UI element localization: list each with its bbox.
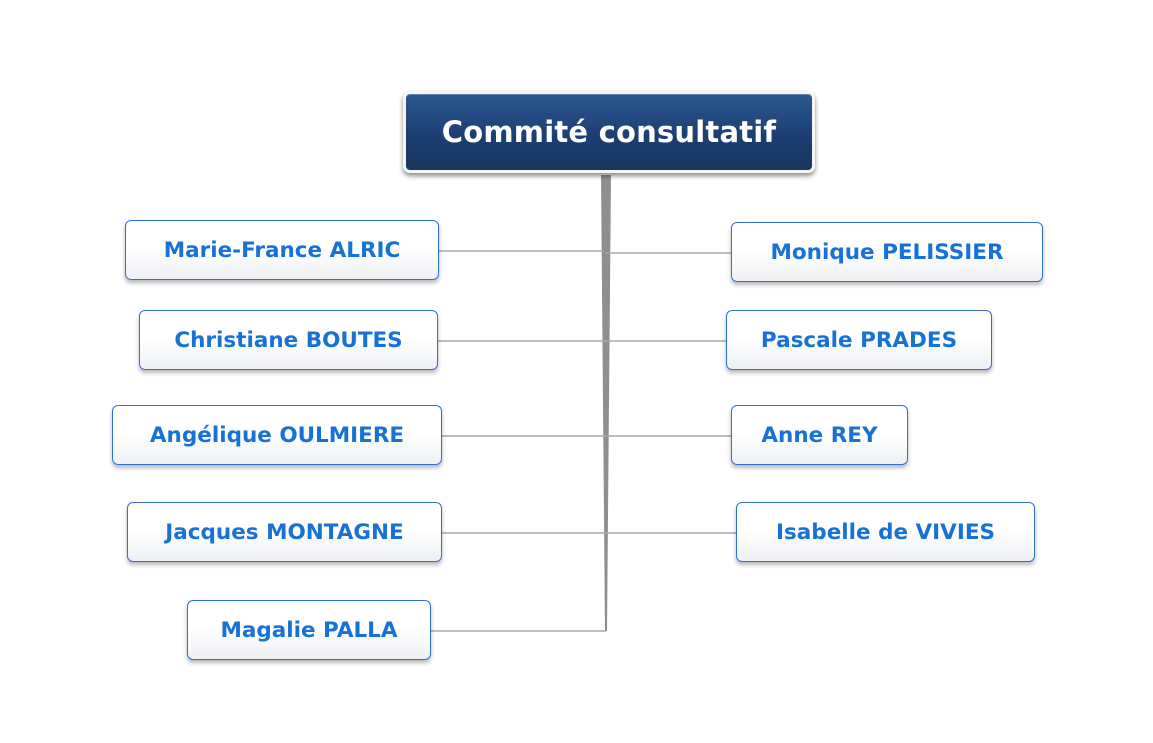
root-node-label: Commité consultatif xyxy=(441,115,777,149)
root-node: Commité consultatif xyxy=(403,91,815,173)
member-name: Christiane BOUTES xyxy=(174,327,403,353)
member-node-left-3: Angélique OULMIERE xyxy=(112,405,442,465)
member-name: Anne REY xyxy=(761,422,878,448)
trunk-connector xyxy=(601,175,611,631)
member-node-left-5: Magalie PALLA xyxy=(187,600,431,660)
member-node-right-1: Monique PELISSIER xyxy=(731,222,1043,282)
member-name: Angélique OULMIERE xyxy=(149,422,405,448)
member-node-left-4: Jacques MONTAGNE xyxy=(127,502,442,562)
member-node-right-4: Isabelle de VIVIES xyxy=(736,502,1035,562)
member-name: Monique PELISSIER xyxy=(770,239,1004,265)
member-node-right-2: Pascale PRADES xyxy=(726,310,992,370)
member-node-left-2: Christiane BOUTES xyxy=(139,310,438,370)
member-node-right-3: Anne REY xyxy=(731,405,908,465)
member-name: Jacques MONTAGNE xyxy=(165,519,404,545)
member-name: Marie-France ALRIC xyxy=(163,237,401,263)
member-name: Pascale PRADES xyxy=(760,327,958,353)
member-name: Isabelle de VIVIES xyxy=(776,519,995,545)
member-name: Magalie PALLA xyxy=(220,617,398,643)
member-node-left-1: Marie-France ALRIC xyxy=(125,220,439,280)
